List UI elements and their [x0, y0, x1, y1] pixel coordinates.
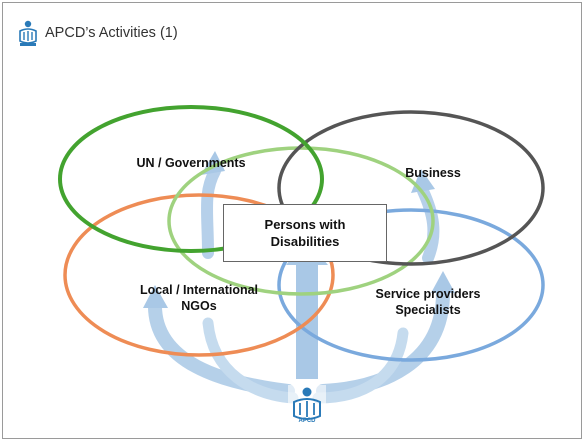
circle-local-ngos [63, 193, 335, 357]
label-un-governments: UN / Governments [136, 156, 246, 170]
flow-arrow-left-inner [202, 317, 299, 404]
label-business: Business [405, 166, 461, 180]
central-arrow-shaft [296, 261, 318, 379]
label-local-international-ngos: Local / International NGOs [139, 283, 259, 313]
flow-arrow-left-outer [147, 296, 295, 398]
persons-with-disabilities-label: Persons with Disabilities [264, 217, 346, 249]
label-service-providers-specialists: Service providers Specialists [375, 287, 481, 317]
apcd-logo-icon [288, 385, 326, 433]
flow-arrowhead-right [431, 271, 455, 293]
apcd-logo-small-icon [19, 20, 37, 46]
circle-un-governments [58, 105, 324, 253]
flow-arrow-right-inner [312, 327, 409, 404]
persons-with-disabilities-box: Persons with Disabilities [223, 204, 387, 262]
flow-arrow-right-outer [316, 286, 450, 398]
flow-arrowhead-left [143, 285, 168, 308]
circle-service-providers [277, 208, 545, 362]
activities-diagram [58, 105, 545, 404]
slide-title: APCD’s Activities (1) [45, 25, 178, 41]
slide-header: APCD’s Activities (1) [3, 3, 581, 63]
circle-business [277, 110, 545, 266]
apcd-logo-text: APCD [298, 418, 316, 424]
flow-arrow-top-left [201, 165, 221, 259]
